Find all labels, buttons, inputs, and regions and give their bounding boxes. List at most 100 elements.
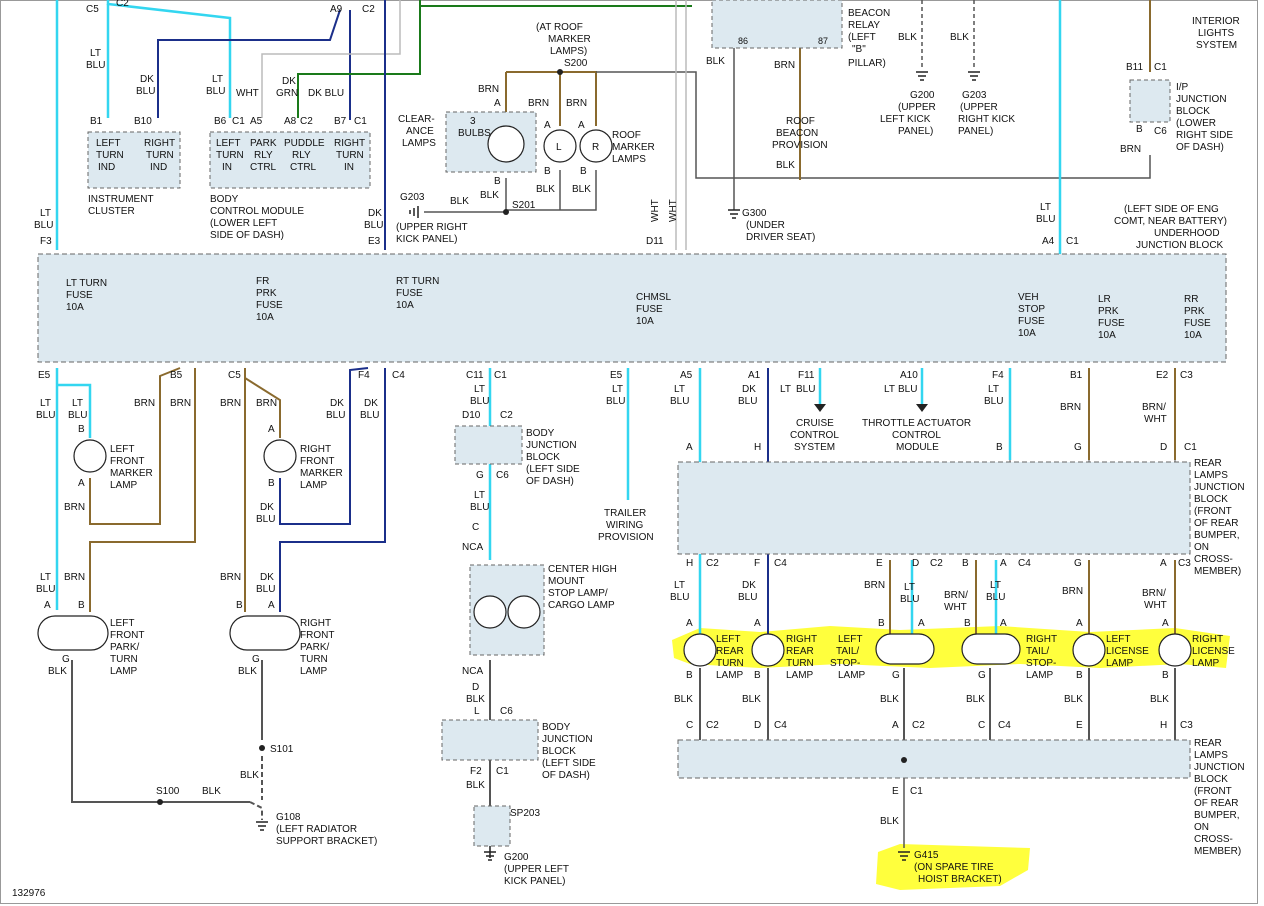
relay-2: RELAY bbox=[848, 20, 880, 31]
rrt-b: B bbox=[754, 670, 761, 681]
rt-name-3: STOP- bbox=[1026, 658, 1056, 669]
chmsl-bulb-1-icon bbox=[473, 595, 507, 629]
rm-pin-a1: A bbox=[544, 120, 551, 131]
uh-a4: A4 bbox=[1042, 236, 1055, 247]
clr-label-3: LAMPS bbox=[402, 138, 436, 149]
rlic-a: A bbox=[1162, 618, 1169, 629]
rfm-dk-f: BLU bbox=[256, 514, 275, 525]
bjb2-name-1: BODY bbox=[542, 722, 571, 733]
bcm-pin-c2: C2 bbox=[300, 116, 313, 127]
g203-top-desc-3: PANEL) bbox=[958, 126, 993, 137]
s201-splice bbox=[503, 209, 509, 215]
rrt-a: A bbox=[754, 618, 761, 629]
clr-bulbs-1: 3 bbox=[470, 116, 476, 127]
ip-name-6: OF DASH) bbox=[1176, 142, 1224, 153]
ch-lt-c: LT bbox=[474, 490, 485, 501]
ip-name-5: RIGHT SIDE bbox=[1176, 130, 1233, 141]
clr-blk: BLK bbox=[480, 190, 499, 201]
s101-blk: BLK bbox=[240, 770, 259, 781]
bcm-pin-b6: B6 bbox=[214, 116, 227, 127]
lfp-name-3: PARK/ bbox=[110, 642, 139, 653]
s200-id: S200 bbox=[564, 58, 588, 69]
cr-lt: LT bbox=[780, 384, 791, 395]
roof-marker-l-icon bbox=[543, 129, 577, 163]
beacon-2: BEACON bbox=[776, 128, 818, 139]
s101-splice bbox=[259, 745, 265, 751]
uh-lt-blu-b: BLU bbox=[34, 220, 53, 231]
uh-c1: C1 bbox=[1066, 236, 1079, 247]
ip-name-4: (LOWER bbox=[1176, 118, 1216, 129]
ll-b: B bbox=[1076, 670, 1083, 681]
s100-blk: BLK bbox=[202, 786, 221, 797]
lfp-lt-b: BLU bbox=[36, 584, 55, 595]
lf-lt-b: BLU bbox=[36, 410, 55, 421]
lrt-name-1: LEFT bbox=[716, 634, 740, 645]
s201-id: S201 bbox=[512, 200, 536, 211]
ch-name-2: MOUNT bbox=[548, 576, 585, 587]
wire-lt-blu-lfm bbox=[57, 383, 92, 438]
pin-c1: C1 bbox=[494, 370, 507, 381]
lrt-name-3: TURN bbox=[716, 658, 744, 669]
fuse-vs-4: 10A bbox=[1018, 328, 1036, 339]
rfp-name-3: PARK/ bbox=[300, 642, 329, 653]
rm-label-1: ROOF bbox=[612, 130, 641, 141]
rjt-name-5: (FRONT bbox=[1194, 506, 1232, 517]
g203-blk: BLK bbox=[450, 196, 469, 207]
lfp-pin-b: B bbox=[78, 600, 85, 611]
bcm-pin-a8: A8 bbox=[284, 116, 297, 127]
pin-c4: C4 bbox=[392, 370, 405, 381]
ll-name-2: LICENSE bbox=[1106, 646, 1149, 657]
g200-top-desc-3: PANEL) bbox=[898, 126, 933, 137]
lfm-pin-b: B bbox=[78, 424, 85, 435]
rm-blk-1: BLK bbox=[536, 184, 555, 195]
rm-pin-b2: B bbox=[580, 166, 587, 177]
rfm-dk-e: DK bbox=[260, 502, 274, 513]
bjb2-name-4: (LEFT SIDE bbox=[542, 758, 596, 769]
uh-dk-blu-b: BLU bbox=[364, 220, 383, 231]
rjbb-name-9: CROSS- bbox=[1194, 834, 1233, 845]
fuse-fr-1: FR bbox=[256, 276, 269, 287]
bjb2-c6: C6 bbox=[500, 706, 513, 717]
bcm-c4-2: TURN bbox=[336, 150, 364, 161]
fuse-ch-2: FUSE bbox=[636, 304, 663, 315]
pin-f4b: F4 bbox=[992, 370, 1004, 381]
bcm-pin-c1b: C1 bbox=[354, 116, 367, 127]
rm-label-2: MARKER bbox=[612, 142, 655, 153]
lfp-name-2: FRONT bbox=[110, 630, 144, 641]
rr-dk-a: DK bbox=[742, 384, 756, 395]
cluster-right-2: TURN bbox=[146, 150, 174, 161]
ch-nca2: NCA bbox=[462, 666, 483, 677]
wire-dk-blu-b10 bbox=[157, 9, 341, 118]
rrt-name-2: REAR bbox=[786, 646, 814, 657]
pin-c5: C5 bbox=[228, 370, 241, 381]
g203-top-desc-2: RIGHT KICK bbox=[958, 114, 1015, 125]
rlic-name-2: LICENSE bbox=[1192, 646, 1235, 657]
pin-c3: C3 bbox=[1180, 370, 1193, 381]
left-license-lamp-icon bbox=[1072, 633, 1106, 667]
bcm-box bbox=[209, 131, 371, 189]
rfp-blk: BLK bbox=[238, 666, 257, 677]
lfp-name-5: LAMP bbox=[110, 666, 138, 677]
throttle-2: CONTROL bbox=[892, 430, 941, 441]
rlic-b: B bbox=[1162, 670, 1169, 681]
rr-lt-b: BLU bbox=[670, 396, 689, 407]
wire-blk-rear bbox=[699, 668, 1176, 740]
uh-name-3: UNDERHOOD bbox=[1154, 228, 1220, 239]
rr-vs-b: BLU bbox=[984, 396, 1003, 407]
ip-b11: B11 bbox=[1126, 62, 1143, 73]
fuse-fr-3: FUSE bbox=[256, 300, 283, 311]
trailer-3: PROVISION bbox=[598, 532, 654, 543]
lt-a: A bbox=[918, 618, 925, 629]
cluster-left-2: TURN bbox=[96, 150, 124, 161]
lfp-name-1: LEFT bbox=[110, 618, 134, 629]
rfm-dk-c: DK bbox=[364, 398, 378, 409]
cruise-arrow-icon bbox=[814, 404, 826, 412]
rrt-name-3: TURN bbox=[786, 658, 814, 669]
clr-label-2: ANCE bbox=[406, 126, 434, 137]
rl-lt-d: BLU bbox=[900, 594, 919, 605]
rl-lt-c: LT bbox=[904, 582, 915, 593]
wire-blk-s100 bbox=[249, 801, 263, 820]
uh-name-2: COMT, NEAR BATTERY) bbox=[1114, 216, 1227, 227]
g415-desc-2: HOIST BRACKET) bbox=[918, 874, 1002, 885]
rjt-name-1: REAR bbox=[1194, 458, 1222, 469]
